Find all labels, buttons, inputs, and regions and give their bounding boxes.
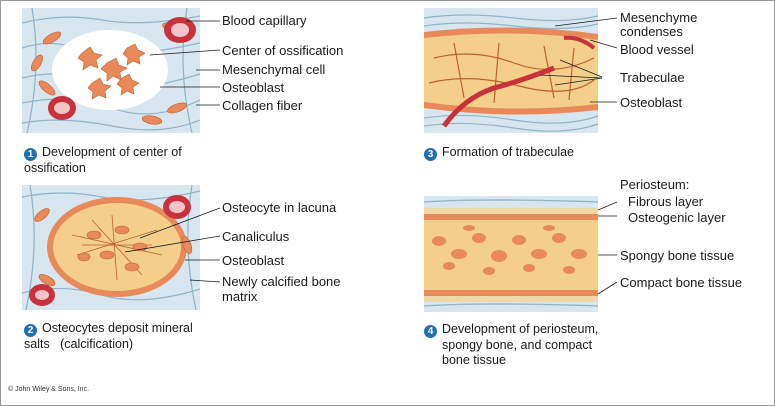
- step-badge-2: 2: [24, 324, 37, 337]
- caption-2-line-1: Osteocytes deposit mineral: [42, 321, 193, 335]
- label-mesenchyme: Mesenchyme: [620, 10, 698, 25]
- label-center-of-ossification: Center of ossification: [222, 43, 344, 58]
- step-badge-3: 3: [424, 148, 437, 161]
- label-compact-bone-tissue: Compact bone tissue: [620, 275, 743, 290]
- label-osteoblast-2: Osteoblast: [222, 253, 285, 268]
- caption-4-line-3: bone tissue: [442, 353, 506, 367]
- copyright-credit: © John Wiley & Sons, Inc.: [8, 386, 90, 393]
- panel-1-illustration: [22, 8, 200, 133]
- caption-step-3: 3 Formation of trabeculae: [424, 145, 574, 161]
- label-periosteum: Periosteum:: [620, 177, 690, 192]
- label-osteoblast-1: Osteoblast: [222, 80, 285, 95]
- caption-4-line-2: spongy bone, and compact: [442, 338, 593, 352]
- panel-3-illustration: [424, 8, 598, 133]
- label-spongy-bone-tissue: Spongy bone tissue: [620, 248, 735, 263]
- caption-3-line-1: Formation of trabeculae: [442, 145, 575, 159]
- caption-step-1: 1 Development of center of ossification: [24, 145, 182, 176]
- label-osteoblast-3: Osteoblast: [620, 95, 683, 110]
- step-badge-4: 4: [424, 325, 437, 338]
- label-trabeculae: Trabeculae: [620, 70, 685, 85]
- label-blood-capillary: Blood capillary: [222, 13, 307, 28]
- panel-4-illustration: [424, 196, 598, 312]
- caption-4-line-1: Development of periosteum,: [442, 322, 599, 336]
- label-osteogenic-layer: Osteogenic layer: [628, 210, 726, 225]
- caption-1-line-1: Development of center of: [42, 145, 182, 159]
- label-canaliculus: Canaliculus: [222, 229, 290, 244]
- caption-step-4: 4 Development of periosteum, spongy bone,…: [424, 322, 598, 368]
- label-condenses: condenses: [620, 24, 683, 39]
- label-collagen-fiber: Collagen fiber: [222, 98, 303, 113]
- label-blood-vessel: Blood vessel: [620, 42, 694, 57]
- label-fibrous-layer: Fibrous layer: [628, 194, 704, 209]
- caption-step-2: 2 Osteocytes deposit mineral salts (calci…: [24, 321, 193, 352]
- panel-2-illustration: [22, 185, 200, 310]
- step-badge-1: 1: [24, 148, 37, 161]
- caption-2-line-2: salts (calcification): [24, 337, 134, 351]
- label-mesenchymal-cell: Mesenchymal cell: [222, 62, 326, 77]
- caption-1-line-2: ossification: [24, 161, 86, 175]
- label-osteocyte-in-lacuna: Osteocyte in lacuna: [222, 200, 337, 215]
- label-newly-calcified-bone: Newly calcified bone: [222, 274, 341, 289]
- label-matrix: matrix: [222, 289, 258, 304]
